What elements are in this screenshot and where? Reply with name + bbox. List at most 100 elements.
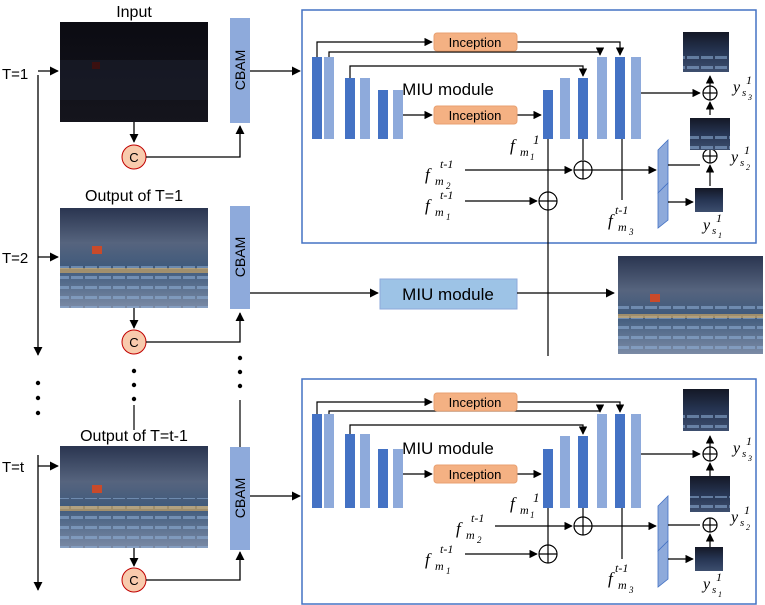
svg-text:1: 1 [718, 231, 722, 240]
svg-text:f: f [425, 165, 432, 184]
svg-text:Inception: Inception [449, 108, 502, 123]
svg-text:m: m [435, 559, 444, 573]
miu-module-title: MIU module [402, 80, 494, 99]
output-t1-label: Output of T=1 [85, 188, 183, 205]
svg-text:3: 3 [628, 227, 634, 237]
svg-text:m: m [618, 220, 627, 234]
svg-text:s: s [742, 448, 746, 460]
inception-block: Inception [433, 32, 518, 52]
svg-text:1: 1 [530, 510, 535, 520]
svg-text:C: C [129, 573, 138, 588]
output-tm1-image [60, 446, 208, 548]
inception-block: Inception [433, 392, 518, 412]
miu-module-block: MIU module [379, 278, 518, 310]
label-t1: T=1 [2, 66, 28, 83]
svg-text:CBAM: CBAM [232, 237, 248, 277]
svg-text:CBAM: CBAM [232, 478, 248, 518]
svg-text:1: 1 [446, 566, 451, 576]
svg-text:3: 3 [628, 585, 634, 595]
svg-text:1: 1 [744, 143, 750, 157]
svg-text:m: m [520, 503, 529, 517]
svg-text:2: 2 [746, 163, 750, 172]
cbam-block: CBAM [230, 206, 250, 309]
svg-text:1: 1 [718, 590, 722, 599]
svg-text:t-1: t-1 [615, 203, 628, 217]
svg-text:2: 2 [446, 181, 451, 191]
output-thumb-s3 [683, 32, 729, 72]
svg-text:f: f [608, 211, 615, 230]
svg-text:CBAM: CBAM [232, 50, 248, 90]
inception-block: Inception [433, 105, 518, 125]
concat-node: C [121, 144, 147, 170]
svg-text:f: f [425, 196, 432, 215]
svg-text:1: 1 [716, 570, 722, 584]
output-tm1-label: Output of T=t-1 [80, 428, 188, 445]
output-thumb-s3 [683, 389, 729, 431]
input-label: Input [116, 4, 152, 21]
svg-text:1: 1 [746, 434, 752, 448]
miu-detail-box: Inception Inception MIU module f m 1 1 f… [301, 378, 757, 605]
svg-text:1: 1 [446, 212, 451, 222]
svg-text:y: y [729, 509, 739, 526]
output-thumb-s1 [695, 188, 723, 212]
inception-block: Inception [433, 464, 518, 484]
svg-text:f: f [456, 519, 463, 538]
svg-text:1: 1 [716, 211, 722, 225]
ellipsis-dot [35, 395, 41, 401]
svg-text:f: f [425, 550, 432, 569]
svg-text:t-1: t-1 [440, 157, 453, 171]
svg-text:Inception: Inception [449, 35, 502, 50]
svg-text:t-1: t-1 [615, 561, 628, 575]
svg-text:C: C [129, 335, 138, 350]
svg-text:m: m [520, 145, 529, 159]
svg-text:1: 1 [533, 490, 540, 505]
svg-text:m: m [435, 174, 444, 188]
svg-text:C: C [129, 150, 138, 165]
svg-text:m: m [435, 205, 444, 219]
svg-text:s: s [742, 87, 746, 99]
ellipsis-dot [35, 410, 41, 416]
svg-text:3: 3 [747, 93, 752, 102]
svg-text:f: f [510, 494, 517, 513]
svg-text:Inception: Inception [449, 467, 502, 482]
svg-text:1: 1 [744, 503, 750, 517]
svg-text:m: m [618, 578, 627, 592]
svg-text:m: m [466, 528, 475, 542]
svg-text:s: s [712, 225, 716, 237]
output-t1-image [60, 208, 208, 308]
svg-text:MIU module: MIU module [402, 285, 494, 304]
svg-text:y: y [701, 217, 711, 234]
ellipsis-dot [35, 380, 41, 386]
label-t2: T=2 [2, 250, 28, 267]
output-t2-image [618, 256, 763, 354]
cbam-block: CBAM [230, 447, 250, 550]
miu-module-title: MIU module [402, 439, 494, 458]
svg-text:s: s [740, 517, 744, 529]
svg-text:t-1: t-1 [440, 542, 453, 556]
svg-text:f: f [608, 569, 615, 588]
miu-detail-box: Inception Inception MIU module f m 1 1 f… [301, 9, 757, 356]
svg-text:y: y [731, 79, 741, 96]
output-thumb-s2 [690, 476, 730, 512]
svg-text:2: 2 [477, 535, 482, 545]
svg-text:t-1: t-1 [440, 188, 453, 202]
svg-text:y: y [701, 576, 711, 593]
svg-text:2: 2 [746, 523, 750, 532]
svg-text:1: 1 [746, 73, 752, 87]
svg-text:y: y [731, 440, 741, 457]
svg-text:y: y [729, 149, 739, 166]
svg-text:s: s [740, 157, 744, 169]
concat-node: C [121, 567, 147, 593]
svg-text:t-1: t-1 [471, 511, 484, 525]
input-image [60, 22, 208, 122]
svg-text:1: 1 [530, 152, 535, 162]
concat-node: C [121, 329, 147, 355]
svg-text:s: s [712, 584, 716, 596]
svg-text:3: 3 [747, 454, 752, 463]
label-tt: T=t [2, 459, 25, 476]
svg-text:1: 1 [533, 132, 540, 147]
output-thumb-s1 [695, 547, 723, 571]
output-thumb-s2 [690, 118, 730, 150]
cbam-block: CBAM [230, 18, 250, 123]
